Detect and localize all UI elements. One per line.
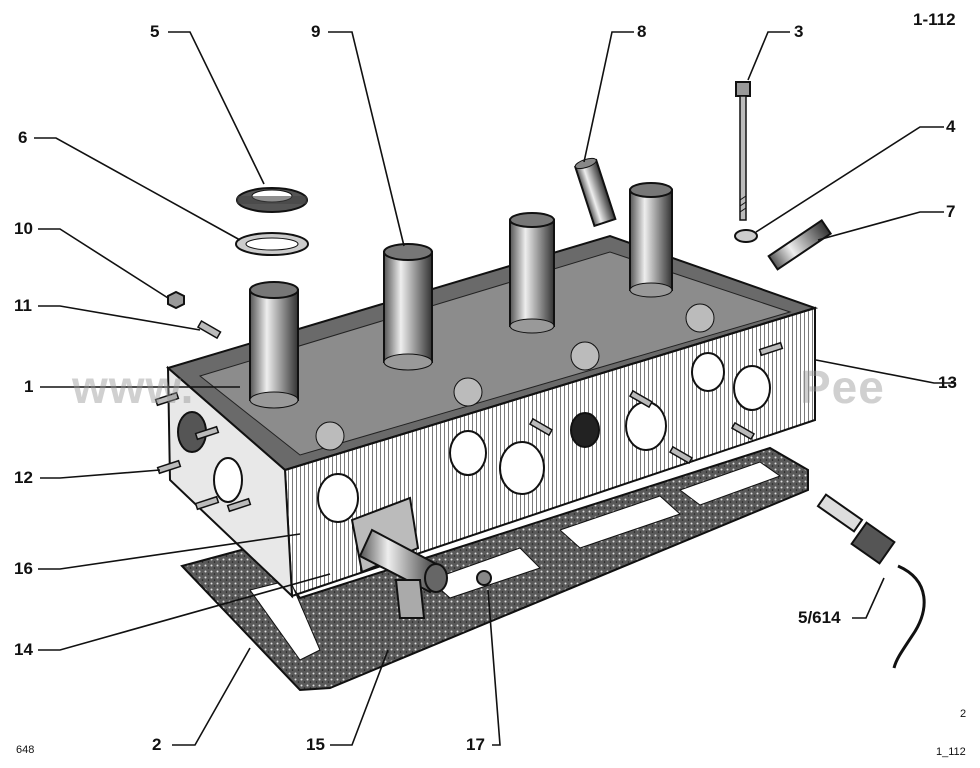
- footer-right-ref: 1_112: [936, 746, 966, 758]
- callout-13: 13: [938, 373, 957, 392]
- callout-5-614: 5/614: [798, 608, 841, 627]
- stud: [767, 218, 833, 271]
- callout-6: 6: [18, 128, 28, 147]
- callout-8: 8: [637, 22, 647, 41]
- washer: [734, 229, 758, 243]
- footer-left-code: 648: [16, 744, 35, 756]
- callout-9: 9: [311, 22, 321, 41]
- temperature-sender: [816, 493, 926, 669]
- water-outlet-elbow: [350, 496, 448, 619]
- side-studs: [154, 341, 784, 513]
- leader-lines: [34, 31, 956, 746]
- callout-17: 17: [466, 735, 485, 754]
- callout-11: 11: [14, 296, 32, 315]
- nut: [167, 290, 185, 310]
- callout-5: 5: [150, 22, 160, 41]
- watermark-tail: Pee: [800, 361, 885, 413]
- head-bolt: [735, 81, 751, 221]
- page-ref: 1-112: [913, 10, 956, 29]
- shim-ring: [235, 232, 309, 256]
- footer-right-num: 2: [960, 708, 967, 720]
- cylinder-head-block: [165, 234, 819, 599]
- seal-ring: [236, 187, 308, 213]
- callout-1: 1: [24, 377, 34, 396]
- callout-15: 15: [306, 735, 325, 754]
- callout-10: 10: [14, 219, 33, 238]
- drain-plug: [476, 570, 492, 586]
- watermark: www.: [72, 361, 195, 413]
- callout-4: 4: [946, 117, 956, 136]
- callout-12: 12: [14, 468, 33, 487]
- callout-16: 16: [14, 559, 33, 578]
- callout-2: 2: [152, 735, 162, 754]
- cylinder-liners: [249, 182, 673, 409]
- callout-3: 3: [794, 22, 804, 41]
- valve-guide: [574, 157, 617, 228]
- callout-14: 14: [14, 640, 33, 659]
- small-stud: [196, 320, 222, 340]
- callout-7: 7: [946, 202, 956, 221]
